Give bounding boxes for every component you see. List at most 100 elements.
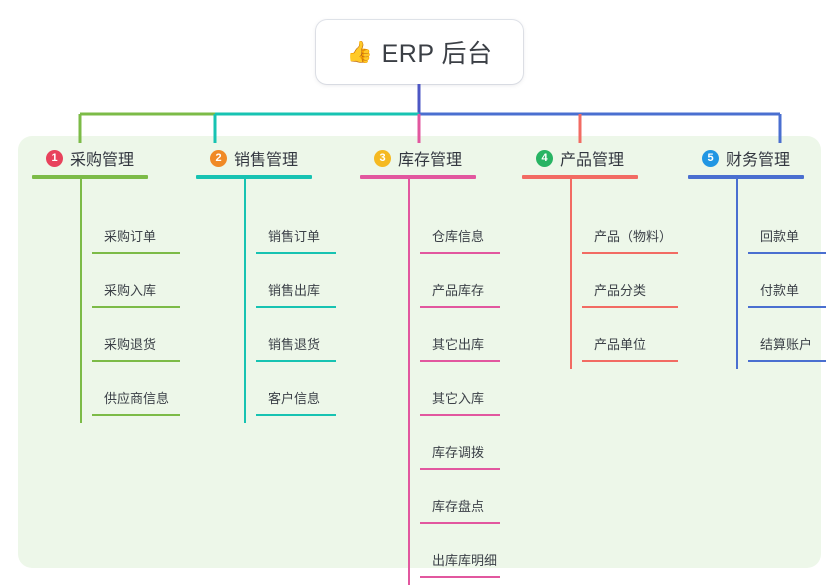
leaf-label: 其它出库 xyxy=(432,337,485,352)
leaf-rule xyxy=(92,414,180,416)
leaf-rule xyxy=(256,252,336,254)
branch-children-5: 回款单付款单结算账户 xyxy=(736,200,826,362)
branch-label-5: 财务管理 xyxy=(726,152,791,169)
leaf-label: 仓库信息 xyxy=(432,229,485,244)
leaf-node[interactable]: 出库库明细 xyxy=(408,524,500,578)
leaf-label: 产品库存 xyxy=(432,283,485,298)
leaf-rule xyxy=(420,522,500,524)
leaf-node[interactable]: 仓库信息 xyxy=(408,200,500,254)
root-title: ERP 后台 xyxy=(381,40,493,68)
leaf-label: 销售出库 xyxy=(268,283,321,298)
branch-badge-1: 1 xyxy=(46,149,63,167)
branch-3: 3 库存管理仓库信息产品库存其它出库其它入库库存调拨库存盘点出库库明细 xyxy=(360,146,500,585)
leaf-rule xyxy=(582,360,678,362)
branch-label-2: 销售管理 xyxy=(234,152,299,169)
leaf-label: 采购入库 xyxy=(104,283,157,298)
branches-panel xyxy=(18,136,821,568)
branch-badge-3: 3 xyxy=(374,149,391,167)
branch-header-3[interactable]: 3 库存管理 xyxy=(360,146,476,170)
leaf-rule xyxy=(256,306,336,308)
leaf-label: 其它入库 xyxy=(432,391,485,406)
branch-badge-4: 4 xyxy=(536,149,553,167)
leaf-label: 供应商信息 xyxy=(104,391,170,406)
leaf-node[interactable]: 库存调拨 xyxy=(408,416,500,470)
branch-label-1: 采购管理 xyxy=(70,152,135,169)
leaf-node[interactable]: 库存盘点 xyxy=(408,470,500,524)
leaf-node[interactable]: 其它出库 xyxy=(408,308,500,362)
leaf-label: 库存调拨 xyxy=(432,445,485,460)
leaf-node[interactable]: 产品库存 xyxy=(408,254,500,308)
branch-rule-2 xyxy=(196,175,312,179)
branch-header-5[interactable]: 5 财务管理 xyxy=(688,146,804,170)
leaf-node[interactable]: 产品分类 xyxy=(570,254,678,308)
leaf-rule xyxy=(748,306,826,308)
branch-children-1: 采购订单采购入库采购退货供应商信息 xyxy=(80,200,180,416)
branch-rule-4 xyxy=(522,175,638,179)
branch-header-1[interactable]: 1 采购管理 xyxy=(32,146,148,170)
leaf-node[interactable]: 其它入库 xyxy=(408,362,500,416)
leaf-rule xyxy=(92,252,180,254)
leaf-node[interactable]: 采购入库 xyxy=(80,254,180,308)
leaf-node[interactable]: 结算账户 xyxy=(736,308,826,362)
branch-1: 1 采购管理采购订单采购入库采购退货供应商信息 xyxy=(32,146,180,423)
leaf-node[interactable]: 销售出库 xyxy=(244,254,336,308)
branch-rule-5 xyxy=(688,175,804,179)
leaf-rule xyxy=(420,468,500,470)
leaf-rule xyxy=(582,252,678,254)
leaf-rule xyxy=(420,360,500,362)
leaf-rule xyxy=(748,252,826,254)
leaf-rule xyxy=(256,360,336,362)
leaf-node[interactable]: 供应商信息 xyxy=(80,362,180,416)
leaf-label: 付款单 xyxy=(760,283,800,298)
leaf-rule xyxy=(256,414,336,416)
leaf-label: 采购退货 xyxy=(104,337,157,352)
leaf-node[interactable]: 采购退货 xyxy=(80,308,180,362)
leaf-node[interactable]: 产品单位 xyxy=(570,308,678,362)
branch-2: 2 销售管理销售订单销售出库销售退货客户信息 xyxy=(196,146,336,423)
leaf-label: 出库库明细 xyxy=(432,553,498,568)
branch-5: 5 财务管理回款单付款单结算账户 xyxy=(688,146,826,369)
leaf-label: 产品单位 xyxy=(594,337,647,352)
branch-spine-5 xyxy=(736,179,738,369)
leaf-label: 采购订单 xyxy=(104,229,157,244)
leaf-node[interactable]: 回款单 xyxy=(736,200,826,254)
leaf-rule xyxy=(92,306,180,308)
branch-spine-4 xyxy=(570,179,572,369)
leaf-rule xyxy=(582,306,678,308)
leaf-rule xyxy=(420,306,500,308)
leaf-label: 产品（物料） xyxy=(594,229,673,244)
leaf-rule xyxy=(420,252,500,254)
leaf-rule xyxy=(92,360,180,362)
leaf-node[interactable]: 销售退货 xyxy=(244,308,336,362)
branch-4: 4 产品管理产品（物料） 产品分类产品单位 xyxy=(522,146,678,369)
leaf-node[interactable]: 销售订单 xyxy=(244,200,336,254)
leaf-node[interactable]: 采购订单 xyxy=(80,200,180,254)
root-node-content: 👍 ERP 后台 xyxy=(346,34,492,70)
leaf-label: 回款单 xyxy=(760,229,800,244)
root-node[interactable]: 👍 ERP 后台 xyxy=(316,20,523,84)
branch-spine-1 xyxy=(80,179,82,423)
branch-children-4: 产品（物料） 产品分类产品单位 xyxy=(570,200,678,362)
leaf-rule xyxy=(748,360,826,362)
leaf-node[interactable]: 付款单 xyxy=(736,254,826,308)
leaf-label: 库存盘点 xyxy=(432,499,485,514)
branch-badge-5: 5 xyxy=(702,149,719,167)
leaf-node[interactable]: 产品（物料） xyxy=(570,200,678,254)
leaf-rule xyxy=(420,414,500,416)
leaf-label: 销售订单 xyxy=(268,229,321,244)
branch-label-4: 产品管理 xyxy=(560,152,625,169)
branch-spine-3 xyxy=(408,179,410,585)
leaf-label: 销售退货 xyxy=(268,337,321,352)
leaf-label: 客户信息 xyxy=(268,391,321,406)
branch-badge-2: 2 xyxy=(210,149,227,167)
branch-children-3: 仓库信息产品库存其它出库其它入库库存调拨库存盘点出库库明细 xyxy=(408,200,500,578)
branch-header-4[interactable]: 4 产品管理 xyxy=(522,146,638,170)
leaf-node[interactable]: 客户信息 xyxy=(244,362,336,416)
thumbs-up-emoji: 👍 xyxy=(346,40,373,64)
branch-rule-3 xyxy=(360,175,476,179)
branch-rule-1 xyxy=(32,175,148,179)
branch-children-2: 销售订单销售出库销售退货客户信息 xyxy=(244,200,336,416)
branch-header-2[interactable]: 2 销售管理 xyxy=(196,146,312,170)
branch-label-3: 库存管理 xyxy=(398,152,463,169)
